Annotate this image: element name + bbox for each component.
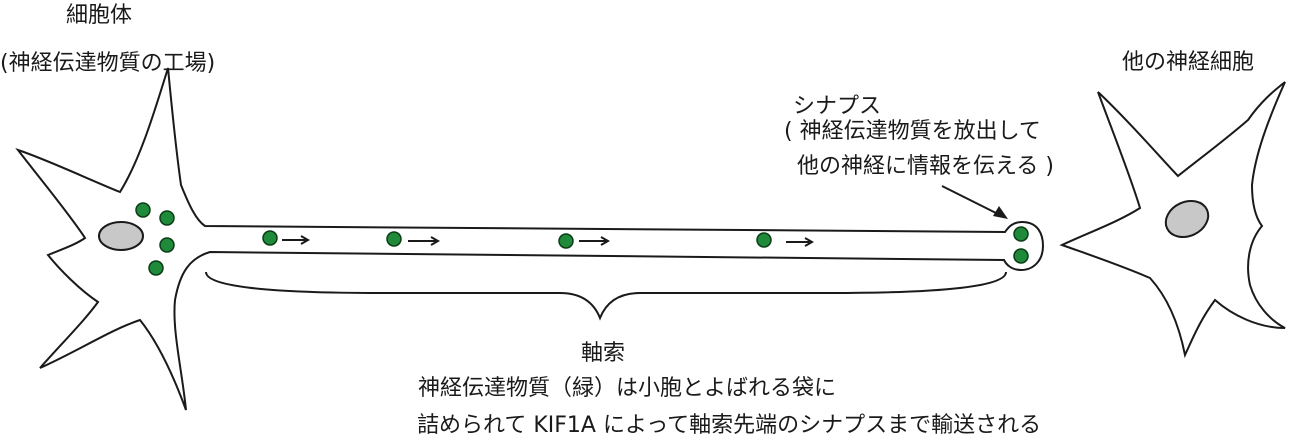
soma-vesicles <box>135 202 175 276</box>
synapse-pointer-arrow <box>941 185 1008 219</box>
vesicle <box>135 202 151 218</box>
synapse-description-line2: 他の神経に情報を伝える ) <box>797 154 1054 179</box>
terminal-vesicles <box>1013 226 1029 264</box>
soma-label: 細胞体 <box>66 3 133 28</box>
vesicle <box>1013 226 1029 242</box>
caption-line1: 神経伝達物質（緑）は小胞とよばれる袋に <box>418 376 837 401</box>
soma-sublabel: (神経伝達物質の工場) <box>0 51 216 76</box>
vesicle <box>159 237 175 253</box>
axon-brace <box>205 271 1007 321</box>
vesicle <box>1013 248 1029 264</box>
neuron-outline <box>15 67 1045 411</box>
soma-nucleus <box>98 221 144 251</box>
other-neuron-label: 他の神経細胞 <box>1122 50 1255 75</box>
other-neuron-outline <box>1059 81 1286 359</box>
axon-label: 軸索 <box>581 341 626 366</box>
vesicle <box>558 233 574 249</box>
synapse-label: シナプス <box>793 94 882 119</box>
vesicle <box>159 210 175 226</box>
vesicle <box>756 232 772 248</box>
vesicle <box>148 260 164 276</box>
other-neuron-nucleus <box>1164 200 1210 238</box>
synapse-description-line1: ( 神経伝達物質を放出して <box>784 119 1041 144</box>
axon-vesicles <box>262 230 772 249</box>
caption-line2: 詰められて KIF1A によって軸索先端のシナプスまで輸送される <box>417 413 1042 438</box>
arrow-icon <box>579 236 611 246</box>
vesicle <box>386 231 402 247</box>
arrow-icon <box>786 237 815 247</box>
vesicle <box>262 230 278 246</box>
arrow-icon <box>282 235 311 245</box>
transport-arrows <box>282 235 815 247</box>
arrow-icon <box>408 236 441 246</box>
